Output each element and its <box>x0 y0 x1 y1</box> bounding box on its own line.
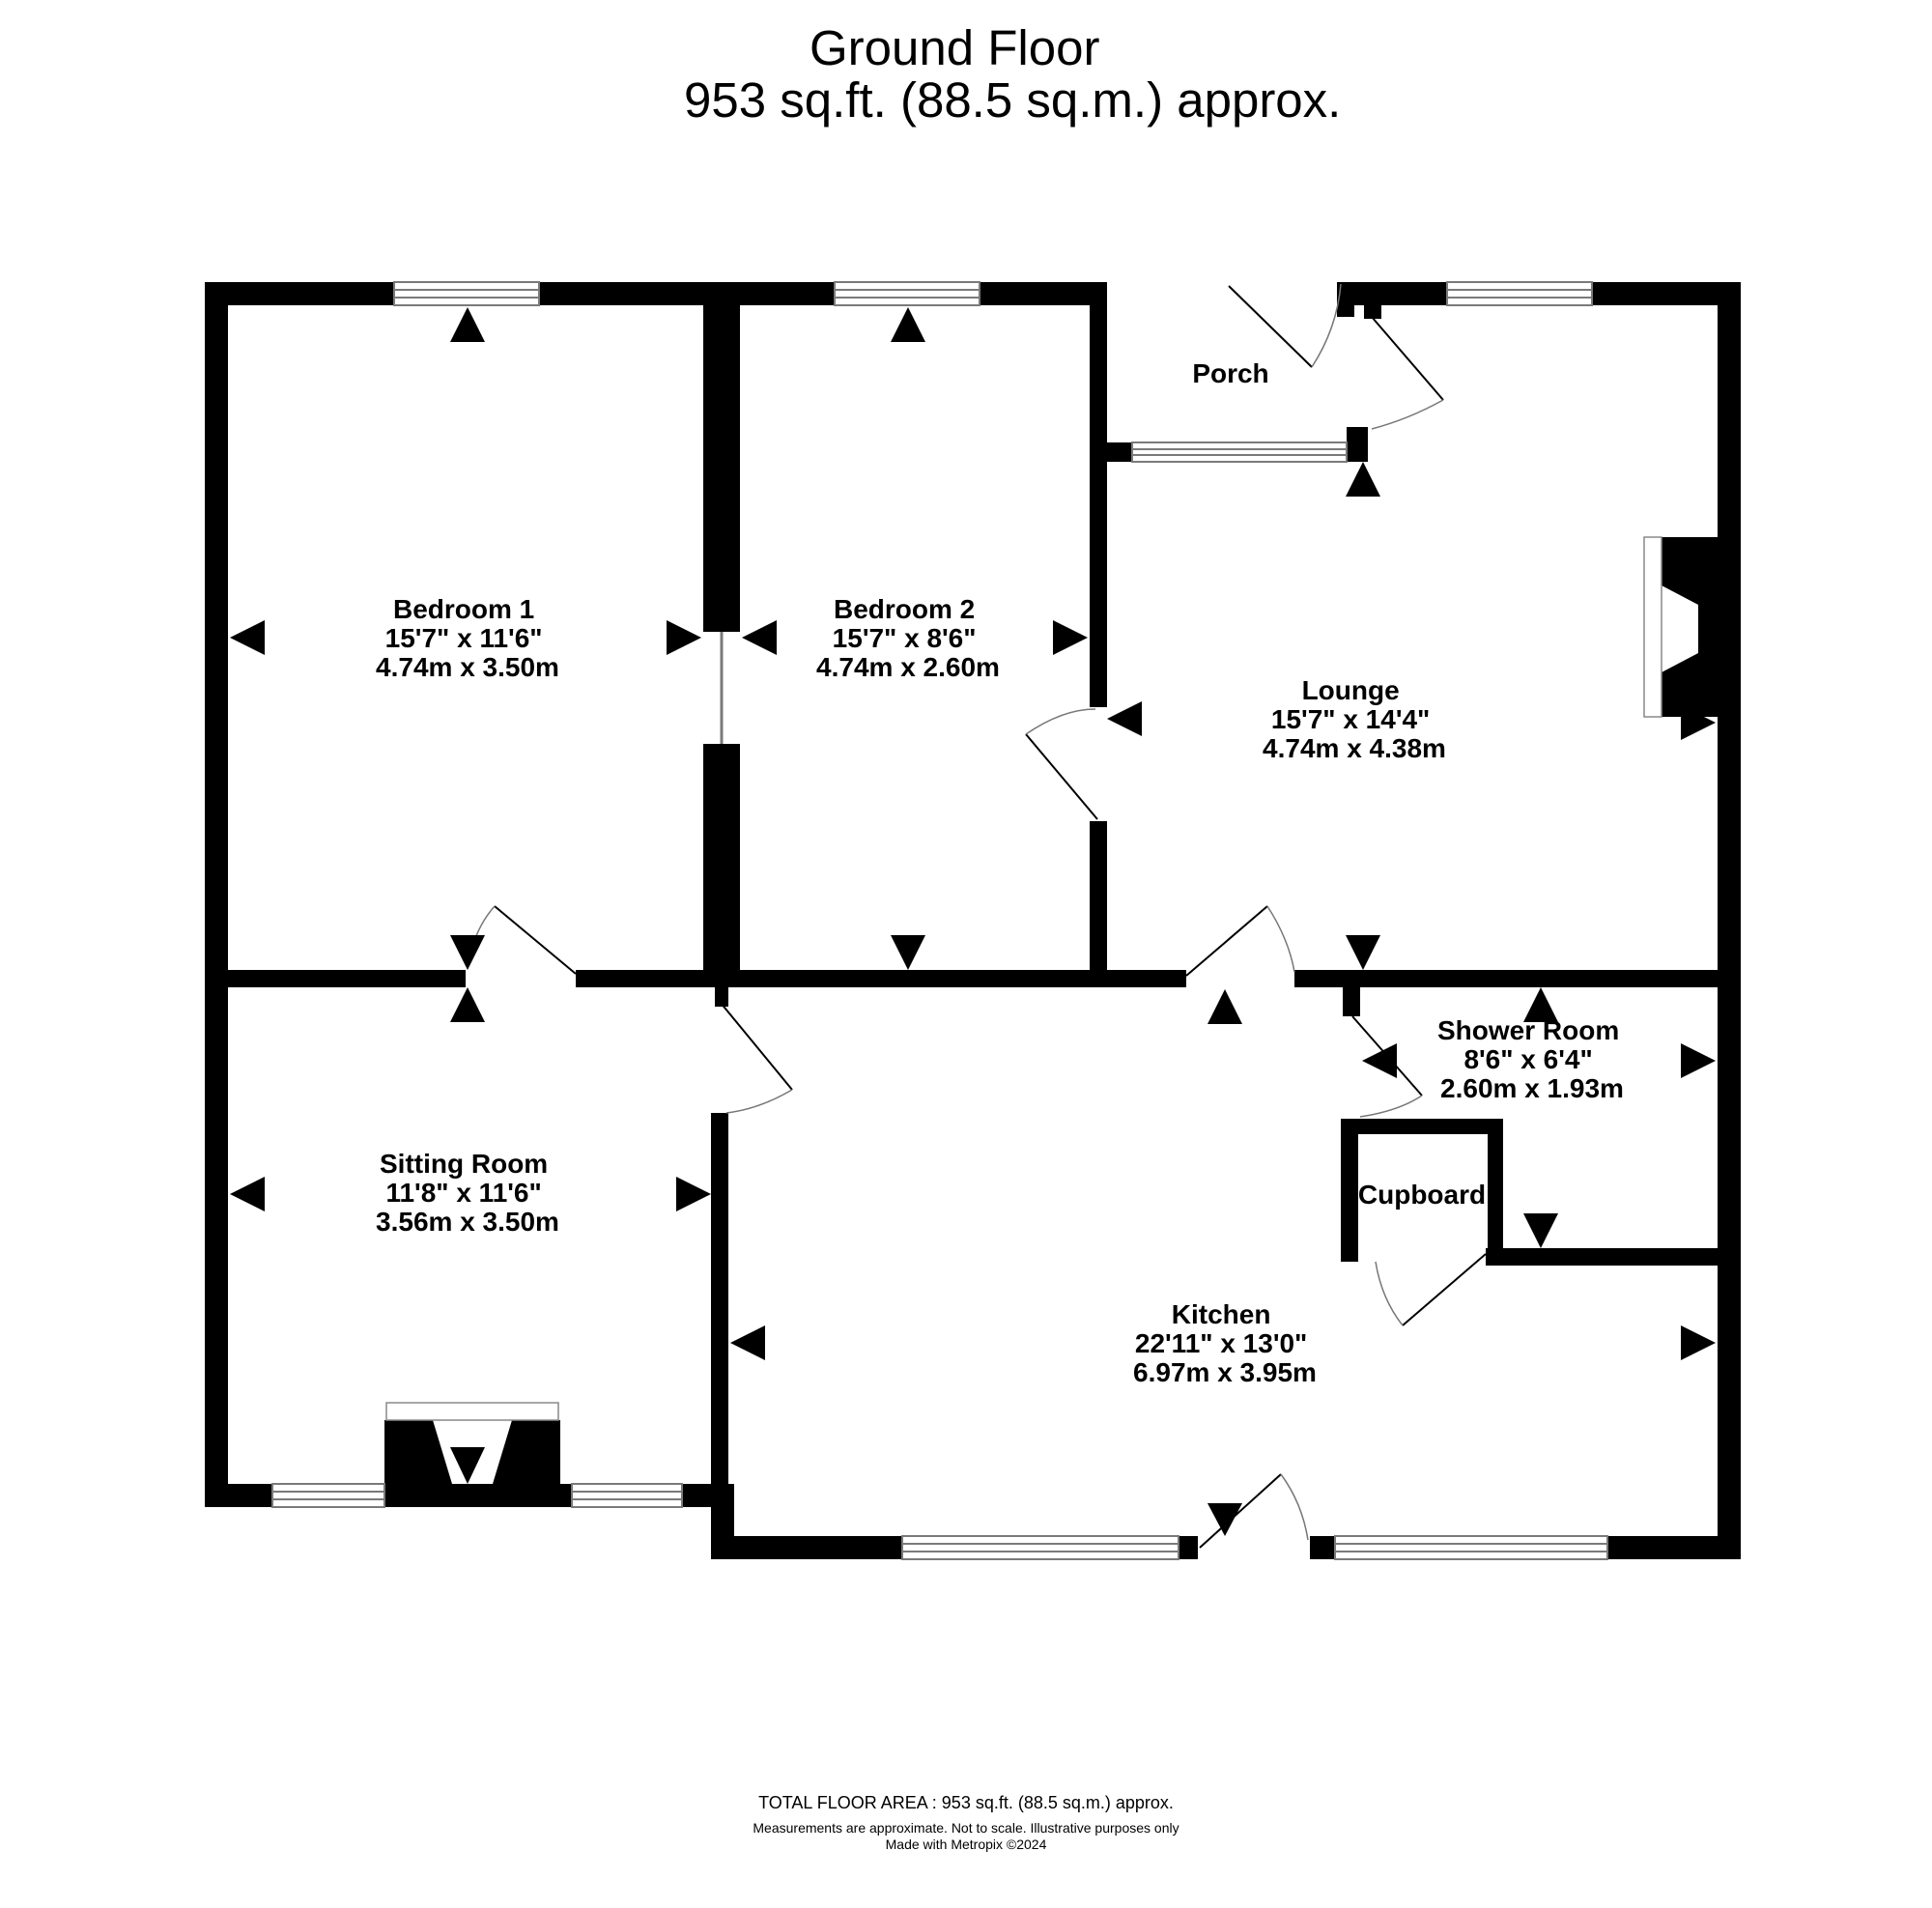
arrow-right-icon <box>667 620 701 655</box>
arrow-up-icon <box>1208 989 1242 1024</box>
wall <box>205 1484 272 1507</box>
arrow-left-icon <box>230 620 265 655</box>
arrow-left-icon <box>1362 1043 1397 1078</box>
arrow-down-icon <box>1346 935 1380 970</box>
arrow-down-icon <box>450 935 485 970</box>
wall <box>205 282 394 305</box>
wall <box>1341 1119 1503 1134</box>
wall <box>703 744 740 980</box>
room-label-porch: Porch <box>1192 358 1268 388</box>
door <box>1375 1253 1487 1326</box>
arrow-up-icon <box>891 307 925 342</box>
door <box>1371 316 1444 430</box>
floor-title: Ground Floor <box>810 20 1100 75</box>
wall <box>1099 442 1132 462</box>
wall <box>711 1536 902 1559</box>
arrow-right-icon <box>1053 620 1088 655</box>
wall <box>1294 970 1741 987</box>
wall <box>1090 821 1107 980</box>
arrow-right-icon <box>1681 705 1716 740</box>
wall <box>539 282 835 305</box>
wall <box>1090 282 1107 707</box>
door <box>1228 283 1342 368</box>
floor-area: 953 sq.ft. (88.5 sq.m.) approx. <box>684 72 1342 128</box>
wall <box>1339 282 1445 305</box>
arrow-up-icon <box>450 307 485 342</box>
arrow-down-icon <box>1208 1503 1242 1536</box>
arrow-down-icon <box>1523 1213 1558 1248</box>
arrow-up-icon <box>1346 462 1380 497</box>
room-label-bedroom-1: Bedroom 1 15'7" x 11'6" 4.74m x 3.50m <box>376 594 559 682</box>
wall <box>1347 427 1368 462</box>
doors <box>469 283 1487 1549</box>
window <box>1446 281 1593 306</box>
window <box>1131 441 1348 463</box>
wall <box>576 970 1186 987</box>
door <box>720 1002 793 1114</box>
dimension-arrows <box>230 307 1716 1536</box>
windows <box>271 281 1608 1560</box>
arrow-left-icon <box>1107 701 1142 736</box>
wall <box>703 282 740 632</box>
credit: Made with Metropix ©2024 <box>885 1837 1047 1852</box>
hearth-outline <box>385 536 1662 1421</box>
window <box>901 1535 1179 1560</box>
total-floor-area: TOTAL FLOOR AREA : 953 sq.ft. (88.5 sq.m… <box>758 1793 1174 1812</box>
arrow-right-icon <box>676 1177 711 1211</box>
wall <box>1337 282 1354 317</box>
wall <box>980 282 1097 305</box>
wall <box>1364 301 1381 319</box>
wall <box>1310 1536 1335 1559</box>
wall <box>1341 1119 1358 1262</box>
window <box>1334 1535 1608 1560</box>
arrow-left-icon <box>742 620 777 655</box>
wall <box>1486 1248 1741 1266</box>
disclaimer: Measurements are approximate. Not to sca… <box>753 1820 1179 1836</box>
arrow-down-icon <box>450 1447 485 1484</box>
arrow-up-icon <box>450 987 485 1022</box>
room-label-shower-room: Shower Room 8'6" x 6'4" 2.60m x 1.93m <box>1437 1015 1627 1103</box>
room-label-lounge: Lounge 15'7" x 14'4" 4.74m x 4.38m <box>1263 675 1446 763</box>
wall <box>205 970 466 987</box>
room-label-cupboard: Cupboard <box>1358 1180 1486 1210</box>
arrow-right-icon <box>1681 1043 1716 1078</box>
wall <box>1343 970 1360 1016</box>
wall <box>1592 282 1741 305</box>
window <box>271 1483 385 1508</box>
arrow-right-icon <box>1681 1325 1716 1360</box>
window <box>834 281 980 306</box>
wall <box>1488 1119 1503 1262</box>
window <box>571 1483 683 1508</box>
wall <box>1607 1536 1741 1559</box>
window <box>393 281 540 306</box>
wall <box>205 282 228 1507</box>
wall <box>1179 1536 1198 1559</box>
wall <box>1718 282 1741 1559</box>
room-label-sitting-room: Sitting Room 11'8" x 11'6" 3.56m x 3.50m <box>376 1149 559 1237</box>
arrow-up-icon <box>1523 987 1558 1022</box>
room-label-bedroom-2: Bedroom 2 15'7" x 8'6" 4.74m x 2.60m <box>816 594 1000 682</box>
door <box>469 905 577 975</box>
arrow-left-icon <box>230 1177 265 1211</box>
room-label-kitchen: Kitchen 22'11" x 13'0" 6.97m x 3.95m <box>1133 1299 1317 1387</box>
arrow-left-icon <box>730 1325 765 1360</box>
wall <box>711 1113 728 1484</box>
door <box>1025 708 1098 820</box>
arrow-down-icon <box>891 935 925 970</box>
door <box>1199 1473 1309 1549</box>
door <box>1185 905 1295 977</box>
wall <box>384 1484 572 1507</box>
walls <box>205 282 1741 1559</box>
